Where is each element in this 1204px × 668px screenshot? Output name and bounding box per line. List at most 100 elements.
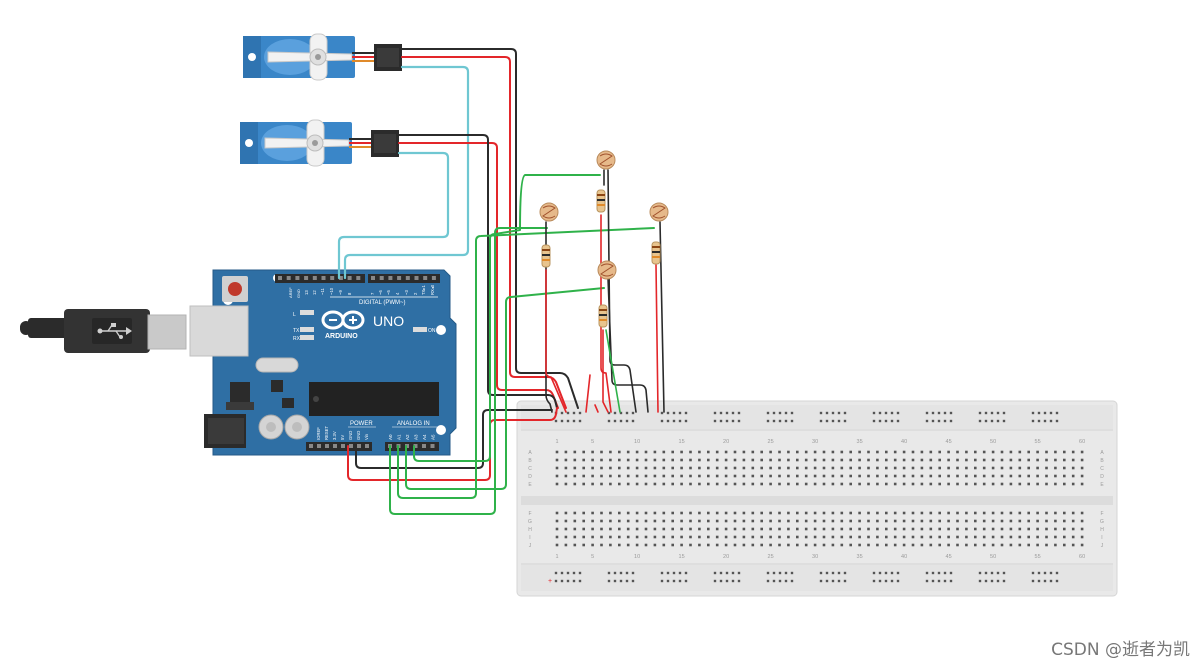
rail-hole[interactable] (566, 579, 570, 583)
breadboard-hole[interactable] (1054, 511, 1057, 515)
breadboard-hole[interactable] (956, 474, 959, 478)
rail-hole[interactable] (925, 419, 929, 423)
breadboard-hole[interactable] (938, 527, 941, 531)
breadboard-hole[interactable] (626, 450, 630, 454)
breadboard-hole[interactable] (715, 466, 719, 470)
breadboard-hole[interactable] (635, 474, 639, 478)
rail-hole[interactable] (872, 571, 876, 575)
breadboard-hole[interactable] (885, 527, 888, 531)
rail-hole[interactable] (878, 419, 882, 423)
rail-hole[interactable] (843, 571, 847, 575)
breadboard-hole[interactable] (831, 519, 835, 523)
breadboard-hole[interactable] (974, 458, 977, 462)
rail-hole[interactable] (825, 419, 829, 423)
breadboard-hole[interactable] (822, 519, 826, 523)
breadboard-hole[interactable] (867, 527, 870, 531)
breadboard-hole[interactable] (1071, 482, 1075, 486)
breadboard-hole[interactable] (1063, 482, 1066, 486)
rail-hole[interactable] (884, 579, 888, 583)
rail-hole[interactable] (578, 579, 582, 583)
breadboard-hole[interactable] (707, 543, 710, 547)
breadboard-hole[interactable] (644, 450, 648, 454)
breadboard-hole[interactable] (902, 543, 906, 547)
header-pin[interactable] (338, 276, 343, 280)
breadboard-hole[interactable] (680, 519, 683, 523)
breadboard-hole[interactable] (591, 450, 594, 454)
rail-hole[interactable] (672, 419, 676, 423)
breadboard-hole[interactable] (582, 474, 585, 478)
breadboard-hole[interactable] (974, 450, 977, 454)
rail-hole[interactable] (949, 411, 953, 415)
breadboard-hole[interactable] (911, 543, 915, 547)
rail-hole[interactable] (784, 411, 788, 415)
rail-hole[interactable] (819, 419, 823, 423)
breadboard-hole[interactable] (742, 474, 746, 478)
rail-hole[interactable] (737, 571, 741, 575)
breadboard-hole[interactable] (840, 474, 844, 478)
breadboard-hole[interactable] (858, 482, 861, 486)
breadboard-hole[interactable] (1027, 466, 1030, 470)
breadboard-hole[interactable] (787, 535, 790, 539)
breadboard-hole[interactable] (1000, 543, 1004, 547)
breadboard-hole[interactable] (929, 466, 933, 470)
breadboard-hole[interactable] (671, 511, 674, 515)
breadboard-hole[interactable] (1063, 543, 1066, 547)
rail-hole[interactable] (1049, 419, 1053, 423)
breadboard-hole[interactable] (733, 527, 737, 531)
breadboard-hole[interactable] (582, 543, 585, 547)
breadboard-hole[interactable] (778, 543, 781, 547)
breadboard-hole[interactable] (920, 527, 924, 531)
breadboard-hole[interactable] (991, 458, 995, 462)
breadboard-hole[interactable] (1000, 527, 1004, 531)
breadboard-hole[interactable] (1080, 474, 1084, 478)
breadboard-hole[interactable] (885, 519, 888, 523)
breadboard-hole[interactable] (635, 543, 639, 547)
rail-hole[interactable] (578, 571, 582, 575)
rail-hole[interactable] (1031, 579, 1035, 583)
breadboard-hole[interactable] (974, 466, 977, 470)
breadboard-hole[interactable] (733, 519, 737, 523)
breadboard-hole[interactable] (698, 466, 701, 470)
breadboard-hole[interactable] (1063, 519, 1066, 523)
breadboard-hole[interactable] (573, 458, 577, 462)
rail-hole[interactable] (713, 419, 717, 423)
breadboard-hole[interactable] (635, 535, 639, 539)
breadboard-hole[interactable] (813, 458, 817, 462)
breadboard-hole[interactable] (1036, 543, 1039, 547)
breadboard-hole[interactable] (618, 511, 621, 515)
breadboard-hole[interactable] (715, 511, 719, 515)
rail-hole[interactable] (878, 571, 882, 575)
breadboard-hole[interactable] (938, 482, 941, 486)
breadboard-hole[interactable] (991, 482, 995, 486)
breadboard-hole[interactable] (1036, 466, 1039, 470)
breadboard-hole[interactable] (1054, 458, 1057, 462)
breadboard-hole[interactable] (600, 519, 603, 523)
breadboard-hole[interactable] (760, 535, 763, 539)
breadboard-hole[interactable] (582, 535, 585, 539)
breadboard-hole[interactable] (778, 466, 781, 470)
breadboard-hole[interactable] (893, 519, 897, 523)
breadboard-hole[interactable] (956, 527, 959, 531)
rail-hole[interactable] (619, 411, 623, 415)
reset-button[interactable] (222, 276, 248, 302)
breadboard-hole[interactable] (778, 511, 781, 515)
breadboard-hole[interactable] (831, 535, 835, 539)
breadboard-hole[interactable] (1045, 519, 1048, 523)
rail-hole[interactable] (766, 419, 770, 423)
breadboard-hole[interactable] (991, 511, 995, 515)
breadboard-hole[interactable] (671, 519, 674, 523)
rail-hole[interactable] (578, 411, 582, 415)
breadboard-hole[interactable] (751, 535, 755, 539)
breadboard-hole[interactable] (1071, 458, 1075, 462)
rail-hole[interactable] (678, 579, 682, 583)
breadboard-hole[interactable] (902, 474, 906, 478)
breadboard-hole[interactable] (626, 511, 630, 515)
rail-hole[interactable] (619, 579, 623, 583)
breadboard-hole[interactable] (822, 511, 826, 515)
breadboard-hole[interactable] (609, 543, 612, 547)
breadboard-hole[interactable] (1063, 450, 1066, 454)
breadboard-hole[interactable] (796, 458, 799, 462)
breadboard-hole[interactable] (787, 543, 790, 547)
rail-hole[interactable] (990, 571, 994, 575)
breadboard-hole[interactable] (1027, 527, 1030, 531)
